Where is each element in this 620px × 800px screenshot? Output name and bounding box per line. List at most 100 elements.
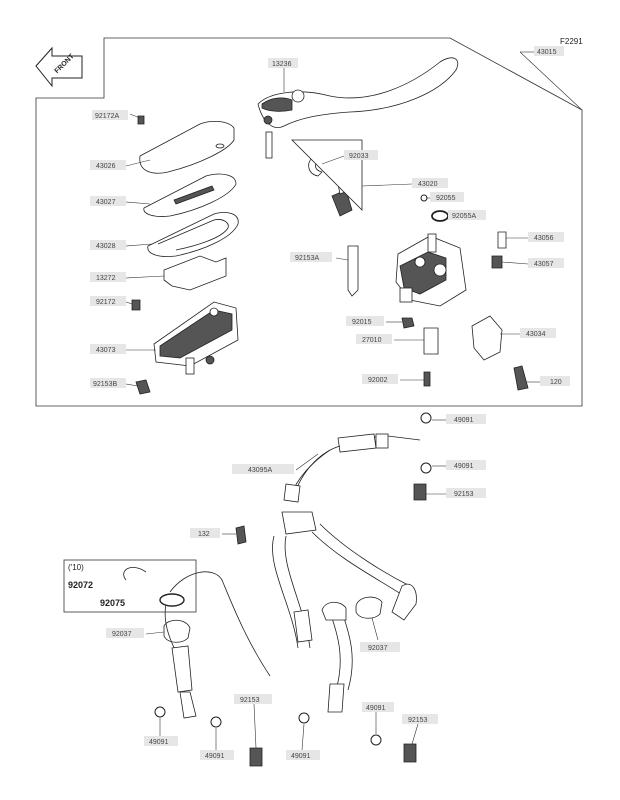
svg-text:43015: 43015 (537, 49, 557, 56)
callout-92153-left: 92153 (234, 694, 272, 704)
svg-text:92037: 92037 (368, 645, 388, 652)
callout-49091-right2: 49091 (362, 702, 394, 712)
front-arrow-icon: FRONT (35, 46, 83, 88)
callout-92037-right: 92037 (360, 642, 400, 652)
brake-lever (257, 57, 459, 159)
svg-text:132: 132 (198, 531, 210, 538)
callout-49091-mid: 49091 (446, 460, 486, 470)
svg-text:49091: 49091 (291, 753, 311, 760)
screw-92002 (423, 371, 431, 387)
svg-text:43028: 43028 (96, 243, 116, 250)
svg-text:92002: 92002 (368, 377, 388, 384)
assembly-frame (35, 37, 583, 407)
bolt-132 (235, 525, 247, 545)
callout-92153B: 92153B (90, 378, 126, 388)
callout-49091-left: 49091 (144, 736, 178, 746)
svg-text:92153: 92153 (454, 491, 474, 498)
svg-text:13236: 13236 (272, 61, 292, 68)
gasket (163, 255, 227, 291)
switch-43057 (491, 255, 503, 269)
svg-text:43027: 43027 (96, 199, 116, 206)
svg-text:27010: 27010 (362, 337, 382, 344)
crush-washer-49091-left2 (210, 716, 222, 728)
callout-92033: 92033 (344, 150, 378, 160)
callout-43095A: 43095A (232, 464, 294, 474)
callout-43015: 43015 (534, 46, 564, 56)
grommet-92075 (159, 593, 185, 607)
svg-text:13272: 13272 (96, 275, 116, 282)
leader-lines (125, 51, 583, 751)
svg-text:49091: 49091 (366, 705, 386, 712)
switch-27010 (423, 327, 439, 355)
callout-92153-right: 92153 (402, 714, 438, 724)
svg-text:43073: 43073 (96, 347, 116, 354)
svg-text:43034: 43034 (526, 331, 546, 338)
bolt-92153B (135, 379, 151, 395)
callout-92172: 92172 (90, 296, 126, 306)
crush-washer-49091-top (420, 412, 432, 424)
callout-13236: 13236 (268, 58, 298, 68)
variant-label: ('10) (68, 563, 84, 572)
callout-92037-left: 92037 (106, 628, 144, 638)
nut-92015 (401, 317, 415, 329)
svg-text:49091: 49091 (454, 417, 474, 424)
svg-text:92015: 92015 (352, 319, 372, 326)
svg-text:43026: 43026 (96, 163, 116, 170)
bolt-120 (513, 365, 529, 391)
svg-text:43095A: 43095A (248, 467, 272, 474)
callout-49091-right: 49091 (286, 750, 320, 760)
clamp-92037-right (355, 596, 383, 619)
svg-text:92055: 92055 (436, 195, 456, 202)
callout-43026: 43026 (90, 160, 126, 170)
bold-label-92075: 92075 (100, 598, 125, 608)
reservoir-cap (139, 120, 235, 174)
svg-text:49091: 49091 (149, 739, 169, 746)
svg-text:120: 120 (550, 379, 562, 386)
diaphragm (147, 212, 239, 257)
callout-43056: 43056 (528, 232, 564, 242)
brake-hose-43095A (272, 433, 421, 713)
crush-washer-49091-right2 (370, 734, 382, 746)
callout-92055A: 92055A (448, 210, 486, 220)
callout-92153A: 92153A (290, 252, 332, 262)
crush-washer-49091-mid (420, 462, 432, 474)
variant-box (63, 559, 197, 613)
clamp-92037-left (163, 619, 191, 643)
callout-13272: 13272 (90, 272, 126, 282)
svg-text:49091: 49091 (205, 753, 225, 760)
callout-92055: 92055 (430, 192, 464, 202)
master-cylinder (395, 233, 467, 307)
callout-43073: 43073 (90, 344, 126, 354)
svg-text:49091: 49091 (454, 463, 474, 470)
callout-49091-left2: 49091 (200, 750, 234, 760)
banjo-bolt-92153-top (413, 483, 427, 501)
banjo-bolt-92153-left (249, 747, 263, 767)
svg-text:92033: 92033 (349, 153, 369, 160)
svg-text:43056: 43056 (534, 235, 554, 242)
callout-132: 132 (190, 528, 220, 538)
callout-27010: 27010 (356, 334, 392, 344)
clip-92072 (123, 567, 147, 581)
callout-43034: 43034 (520, 328, 556, 338)
svg-text:43020: 43020 (418, 181, 438, 188)
callout-92002: 92002 (362, 374, 398, 384)
screw-92172 (131, 299, 141, 311)
svg-text:92055A: 92055A (452, 213, 476, 220)
crush-washer-49091-left (154, 706, 166, 718)
svg-text:92153: 92153 (240, 697, 260, 704)
callout-43057: 43057 (528, 258, 564, 268)
svg-text:92153A: 92153A (295, 255, 319, 262)
o-ring-92055A (431, 210, 449, 222)
svg-text:92037: 92037 (112, 631, 132, 638)
callout-43027: 43027 (90, 196, 126, 206)
callout-43020: 43020 (412, 178, 448, 188)
callout-92015: 92015 (346, 316, 384, 326)
callout-120: 120 (540, 376, 570, 386)
bold-label-92072: 92072 (68, 580, 93, 590)
diagram-code: F2291 (560, 37, 583, 46)
svg-text:92153B: 92153B (93, 381, 117, 388)
svg-text:92153: 92153 (408, 717, 428, 724)
banjo-bolt-92153-right (403, 743, 417, 763)
callout-49091-top: 49091 (446, 414, 486, 424)
